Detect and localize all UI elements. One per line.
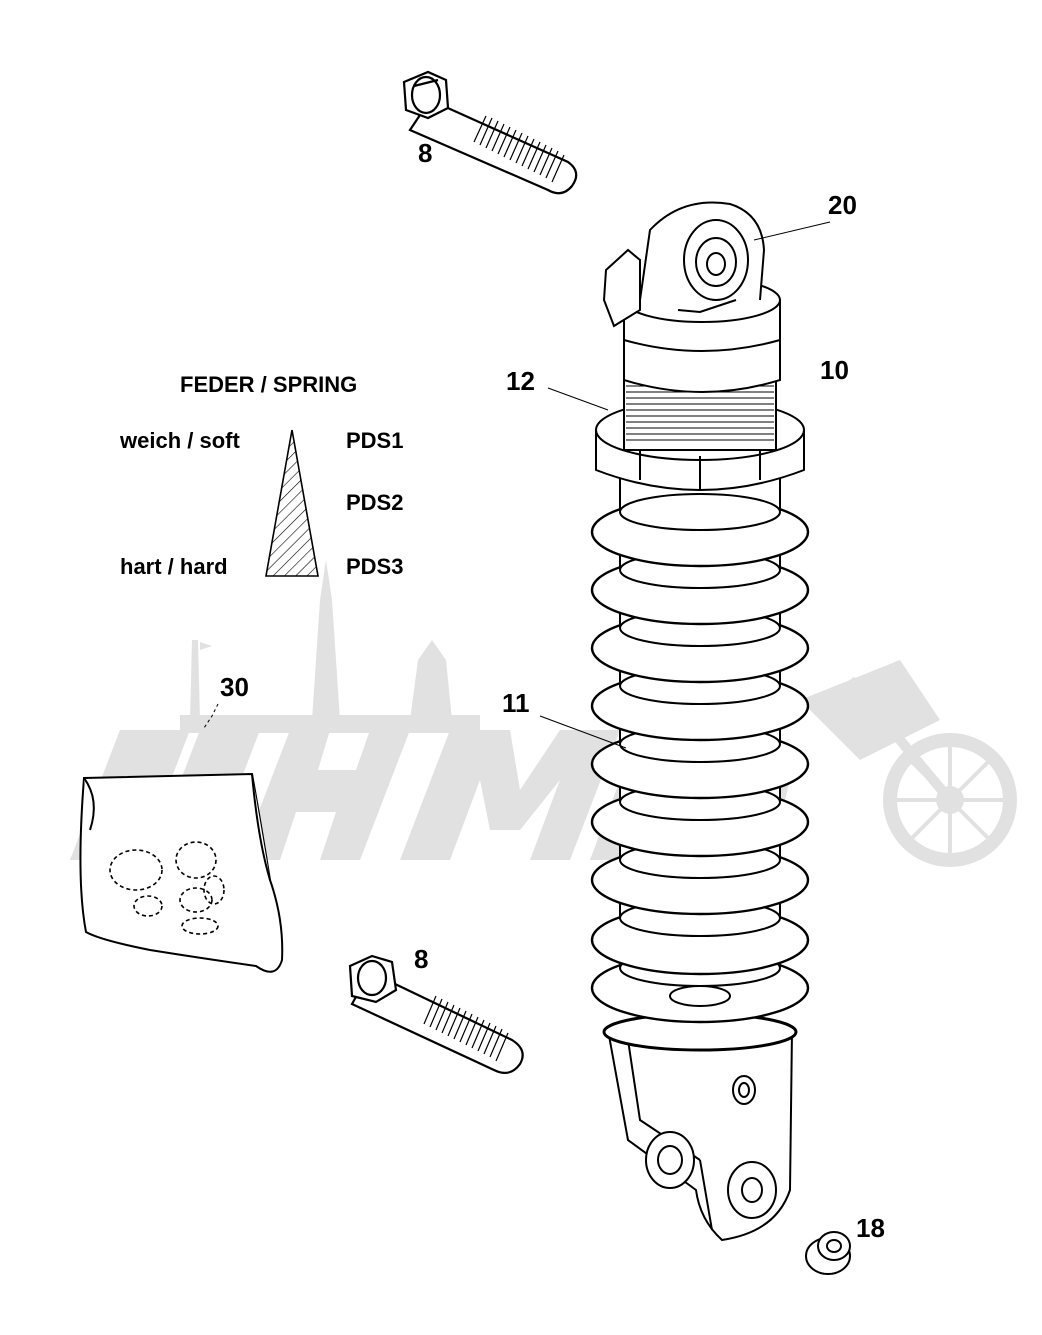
legend-title: FEDER / SPRING [180,372,358,397]
leader-lines [203,221,831,749]
label-bushing-top: 20 [828,190,857,220]
label-spring: 11 [502,688,530,718]
legend-grade-1: PDS1 [346,428,404,453]
label-adjuster-ring: 12 [506,366,535,396]
spring-rate-wedge [265,429,319,577]
legend-soft: weich / soft [120,428,240,453]
bag-part [79,772,284,973]
shock-absorber [590,201,810,1242]
label-bushing-bottom: 18 [856,1213,885,1243]
bushing-bottom [805,1231,851,1275]
legend-grade-2: PDS2 [346,490,404,515]
label-bolt-bottom: 8 [414,944,429,974]
legend-hard: hart / hard [120,554,228,579]
bolt-bottom [348,954,524,1075]
label-shock-assembly: 10 [820,355,849,385]
bolt-top [402,70,578,195]
label-bag: 30 [220,672,249,702]
legend-grade-3: PDS3 [346,554,404,579]
label-bolt-top: 8 [418,138,433,168]
